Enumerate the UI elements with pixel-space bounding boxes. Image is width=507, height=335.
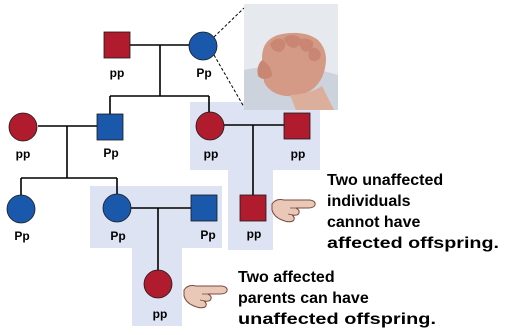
symbol-gen2-female-left: [9, 113, 37, 141]
symbol-gen3-female-mid: [103, 194, 131, 222]
symbol-gen3-female-left: [7, 195, 35, 223]
hand-photo: [244, 4, 338, 110]
pointing-hand-icon: [272, 200, 315, 222]
callout-line-top: [214, 8, 244, 37]
genotype-gen2-female-right: pp: [204, 147, 219, 161]
annotation-right: Two unaffected individuals cannot have a…: [327, 172, 499, 252]
genotype-gen3-female-mid: Pp: [110, 229, 125, 243]
genotype-gen1-female: Pp: [196, 66, 211, 80]
genotype-gen3-male-mid: Pp: [200, 228, 215, 242]
symbol-gen3-male-right: [240, 195, 266, 221]
photo-callout: [214, 4, 338, 110]
genotype-gen3-male-right: pp: [247, 227, 262, 241]
genotype-gen4-female: pp: [153, 307, 168, 321]
symbol-gen4-female: [144, 270, 172, 298]
pointing-hand-icon: [184, 286, 227, 308]
annotation-right-line-1: Two unaffected: [327, 172, 443, 189]
annotation-right-line-3: cannot have: [327, 214, 420, 231]
genotype-gen3-female-left: Pp: [14, 229, 29, 243]
annotation-bottom-line-2: parents can have: [238, 290, 369, 307]
symbol-gen3-male-mid: [191, 195, 217, 221]
symbol-gen1-female: [189, 32, 217, 60]
genotype-gen2-female-left: pp: [16, 147, 31, 161]
annotation-bottom-line-3: unaffected offspring.: [238, 311, 436, 328]
annotation-right-line-4: affected offspring.: [327, 235, 499, 252]
symbol-gen2-male: [97, 114, 123, 140]
symbol-gen2-female-right: [196, 112, 224, 140]
symbol-gen2-male-right: [284, 113, 310, 139]
symbol-gen1-male: [104, 32, 130, 58]
genotype-gen1-male: pp: [110, 66, 125, 80]
annotation-bottom: Two affected parents can have unaffected…: [238, 269, 436, 328]
genotype-gen2-male-right: pp: [291, 147, 306, 161]
genotype-gen2-male: Pp: [103, 146, 118, 160]
annotation-right-line-2: individuals: [327, 193, 411, 210]
callout-line-bottom: [214, 55, 244, 107]
annotation-bottom-line-1: Two affected: [238, 269, 335, 286]
